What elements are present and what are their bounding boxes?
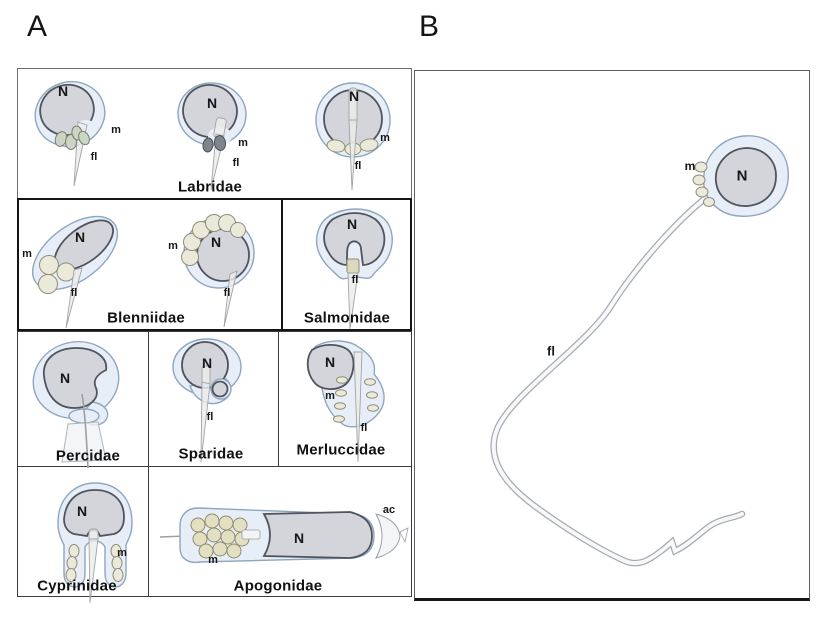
labridae-sperm-3-illustration xyxy=(315,82,391,191)
family-name-percidae: Percidae xyxy=(55,447,121,465)
flagellum xyxy=(223,270,238,328)
nucleus-label: N xyxy=(59,370,71,386)
nucleus-label: N xyxy=(736,167,748,185)
flagellum xyxy=(81,393,89,469)
salmonidae-sperm-illustration xyxy=(316,208,393,330)
family-name-cyprinidae: Cyprinidae xyxy=(37,577,117,595)
family-name-sparidae: Sparidae xyxy=(178,445,244,463)
nucleus-label: N xyxy=(346,216,358,232)
flagellum xyxy=(348,119,358,191)
mitochondria-label: m xyxy=(325,390,335,402)
labridae-sperm-2-illustration xyxy=(177,82,247,191)
cyprinidae-sperm-illustration xyxy=(57,482,133,604)
blenniidae-sperm-2-illustration xyxy=(181,214,255,328)
mitochondria-label: m xyxy=(208,554,218,566)
axoneme-channel xyxy=(241,529,261,540)
mitochondria-label: m xyxy=(22,248,32,260)
nucleus-label: N xyxy=(293,530,305,546)
flagellum-label: fl xyxy=(351,274,359,286)
nucleus-label: N xyxy=(324,354,336,370)
nucleus xyxy=(63,489,125,538)
flagellum-label: fl xyxy=(354,160,362,172)
flagellum xyxy=(65,267,83,329)
flagellum-label: fl xyxy=(90,151,98,163)
panel-a-label: A xyxy=(27,10,48,43)
percidae-sperm-illustration xyxy=(32,340,120,469)
flagellum xyxy=(347,272,359,330)
family-name-labridae: Labridae xyxy=(177,178,243,196)
acrosome xyxy=(374,513,401,559)
blenniidae-sperm-1-illustration xyxy=(31,215,119,329)
merluccidae-sperm-illustration xyxy=(306,340,385,463)
flagellum xyxy=(353,351,363,463)
mitochondria xyxy=(202,135,227,153)
mitochondria xyxy=(54,125,90,150)
flagellum-label: fl xyxy=(232,157,240,169)
midpiece xyxy=(346,258,360,274)
mitochondria-label: m xyxy=(238,137,248,149)
mitochondria-label: m xyxy=(168,240,178,252)
flagellum-label: fl xyxy=(223,287,231,299)
family-name-apogonidae: Apogonidae xyxy=(233,577,323,595)
nucleus xyxy=(262,511,373,559)
mitochondria-label: m xyxy=(111,124,121,136)
family-name-merluccidae: Merluccidae xyxy=(296,441,386,459)
mitochondria-label: m xyxy=(380,132,390,144)
mitochondria-label: m xyxy=(684,159,696,173)
acrosome-label: ac xyxy=(382,504,396,516)
flagellum xyxy=(200,381,211,463)
mitochondria xyxy=(181,214,246,266)
nucleus-label: N xyxy=(348,88,360,104)
apogonidae-sperm-illustration xyxy=(159,507,409,564)
panel-b-sperm-illustration xyxy=(490,135,789,567)
mitochondria xyxy=(692,161,715,207)
flagellum xyxy=(88,538,99,604)
cytoplasmic-sleeve xyxy=(61,421,107,463)
flagellum xyxy=(490,193,746,567)
flagellum-label: fl xyxy=(360,422,368,434)
flagellum-label: fl xyxy=(547,343,555,359)
sparidae-sperm-illustration xyxy=(172,338,242,463)
mitochondria-label: m xyxy=(117,547,127,559)
nucleus-label: N xyxy=(201,355,213,371)
flagellum-label: fl xyxy=(206,411,214,423)
nucleus-label: N xyxy=(210,234,222,250)
panel-b-label: B xyxy=(419,10,440,43)
mitochondria xyxy=(333,376,379,423)
nucleus xyxy=(323,212,386,266)
labridae-sperm-1-illustration xyxy=(34,81,106,187)
family-name-salmonidae: Salmonidae xyxy=(303,309,391,327)
nucleus xyxy=(715,147,777,207)
family-name-blenniidae: Blenniidae xyxy=(107,309,185,327)
nucleus xyxy=(43,347,108,409)
flagellum-label: fl xyxy=(70,287,78,299)
mitochondria xyxy=(65,544,124,582)
nucleus-label: N xyxy=(57,83,69,99)
nucleus-label: N xyxy=(76,503,88,519)
midpiece-bead xyxy=(211,380,229,398)
mitochondria xyxy=(190,513,250,559)
nucleus-label: N xyxy=(206,95,218,111)
nucleus-label: N xyxy=(74,229,86,245)
